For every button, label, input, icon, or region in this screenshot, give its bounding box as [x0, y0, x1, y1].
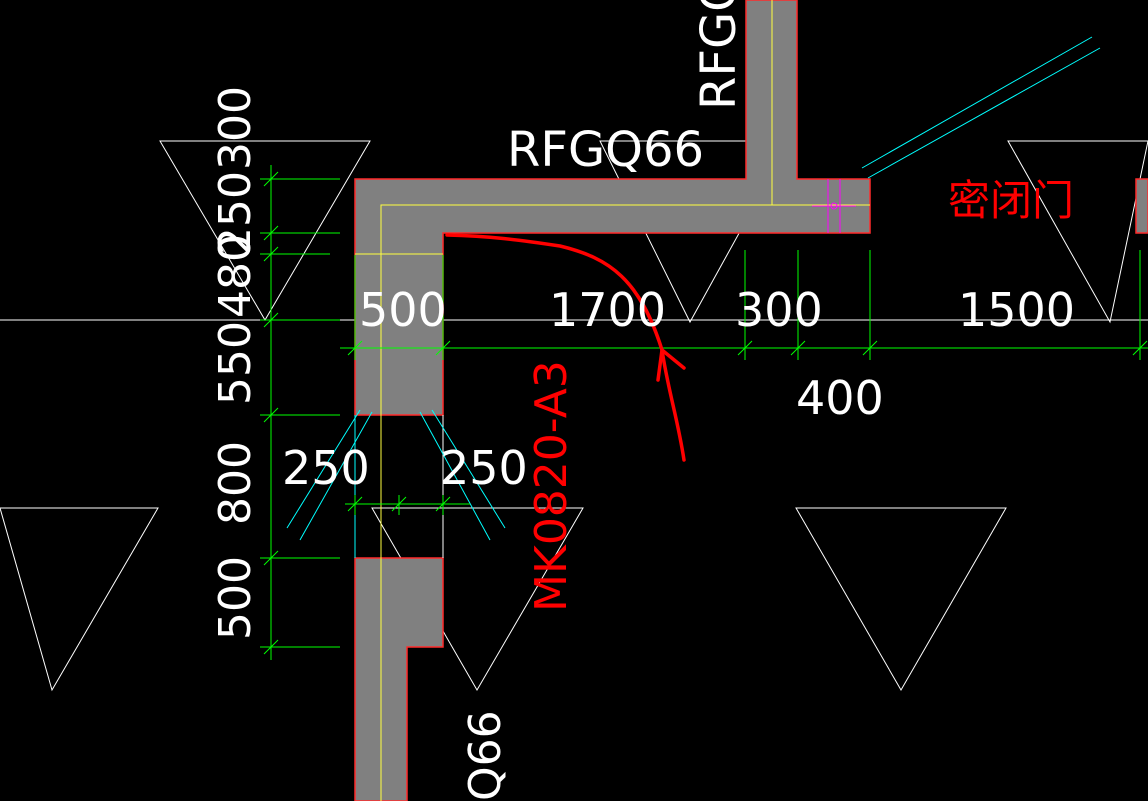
door-marker	[812, 179, 856, 233]
arrow-curve	[445, 233, 686, 462]
triangle-top-left	[159, 140, 371, 321]
wall-label-top-vertical: RFGQ	[691, 0, 747, 110]
dim-vertical-top-1: 300	[210, 86, 261, 170]
wall-label-top-horizontal: RFGQ66	[507, 122, 704, 178]
door-leaf-2	[867, 47, 1101, 179]
wall-label-bottom-vertical: Q66	[460, 710, 511, 801]
dim-span-1: 1700	[549, 283, 666, 337]
triangle-mid-right	[795, 507, 1007, 692]
dim-left-splay: 250	[282, 441, 370, 495]
splay-lines	[286, 36, 1101, 558]
splay-left-1	[286, 409, 361, 529]
centerlines	[355, 0, 870, 801]
splay-left-2	[299, 411, 373, 541]
dim-vertical-opening: 800	[210, 441, 261, 525]
dim-vertical-middle: 550	[210, 321, 261, 405]
splay-right-2	[431, 409, 506, 529]
dim-lower-offset: 400	[796, 371, 884, 425]
opening-tag-label: MK0820-A3	[526, 360, 577, 612]
dim-vertical-top-2: 250	[210, 171, 261, 255]
dimension-lines	[260, 165, 1148, 660]
dim-vertical-top-3: 480	[210, 234, 261, 318]
arrow-head	[656, 348, 686, 382]
triangle-top-right	[1007, 140, 1148, 324]
background-triangles	[0, 140, 1148, 692]
dim-vertical-bottom: 500	[210, 556, 261, 640]
door-leaf-1	[861, 36, 1093, 169]
splay-right-1	[419, 411, 491, 541]
wall-bottom-vertical	[354, 557, 444, 801]
blast-door-label: 密闭门	[948, 176, 1074, 225]
dim-wall-width: 500	[359, 283, 447, 337]
centerline-top	[380, 0, 773, 801]
dim-right-splay: 250	[440, 441, 528, 495]
wall-right-stub	[1135, 178, 1148, 234]
hand-drawn-arrow	[445, 233, 686, 462]
triangle-mid-left	[0, 507, 159, 692]
dim-span-2: 300	[735, 283, 823, 337]
walls	[354, 0, 1148, 801]
wall-top-horizontal-and-vertical	[354, 0, 871, 416]
dim-span-3: 1500	[958, 283, 1075, 337]
